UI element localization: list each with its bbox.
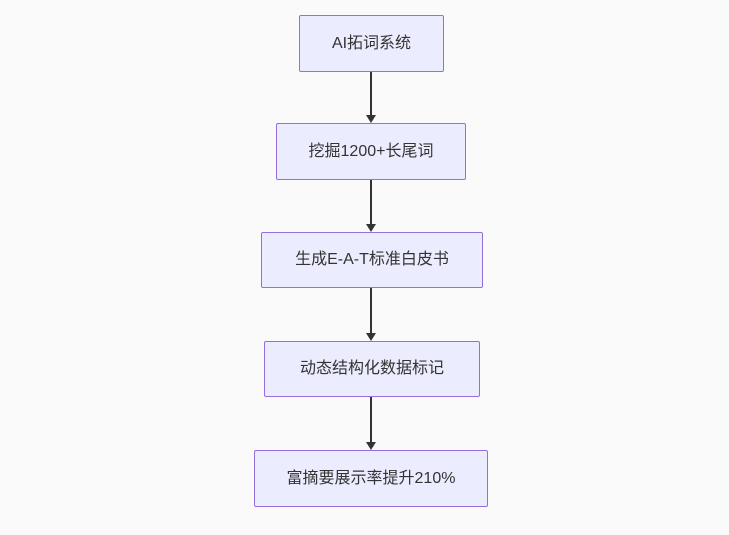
- flowchart-edge-a-b: [366, 72, 376, 123]
- edge-line: [370, 72, 372, 116]
- arrowhead-down-icon: [366, 224, 376, 232]
- flowchart-node-eat-whitepaper: 生成E-A-T标准白皮书: [261, 232, 483, 288]
- flowchart-edge-c-d: [366, 288, 376, 341]
- flowchart-node-structured-data-markup: 动态结构化数据标记: [264, 341, 480, 397]
- arrowhead-down-icon: [366, 115, 376, 123]
- flowchart-node-longtail-mining: 挖掘1200+长尾词: [276, 123, 466, 180]
- arrowhead-down-icon: [366, 442, 376, 450]
- flowchart-node-ai-keyword-system: AI拓词系统: [299, 15, 444, 72]
- flowchart-edge-b-c: [366, 180, 376, 232]
- arrowhead-down-icon: [366, 333, 376, 341]
- edge-line: [370, 288, 372, 334]
- edge-line: [370, 397, 372, 443]
- edge-line: [370, 180, 372, 225]
- flowchart-edge-d-e: [366, 397, 376, 450]
- flowchart-node-rich-snippet-result: 富摘要展示率提升210%: [254, 450, 488, 507]
